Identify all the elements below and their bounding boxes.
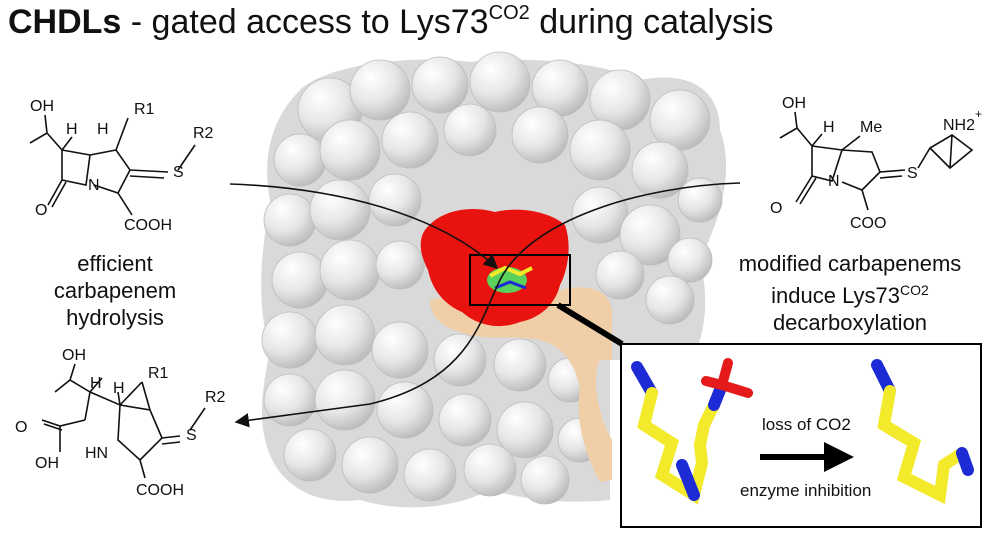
mod-coo: COO <box>850 215 886 232</box>
surface-bump <box>433 333 487 387</box>
surface-bump <box>667 237 713 283</box>
surface-bump <box>263 193 317 247</box>
surface-bump <box>411 56 469 114</box>
surface-bump <box>403 448 457 502</box>
decarboxylation-inset: loss of CO2 enzyme inhibition <box>620 343 982 528</box>
substrate-structure: OH H H R1 R2 S O N COOH <box>29 98 214 234</box>
modified-carbapenem-structure: OH H Me S O N COO NH2 + <box>770 95 982 232</box>
surface-bump <box>381 111 439 169</box>
surface-bump <box>261 311 319 369</box>
title-rest: - gated access to Lys73 <box>121 3 489 41</box>
sub-r1: R1 <box>134 101 155 118</box>
surface-bump <box>309 179 371 241</box>
surface-bump <box>496 401 554 459</box>
mod-nh2: NH2 <box>943 117 975 134</box>
prod-h2: H <box>113 380 125 397</box>
prod-o: O <box>15 419 27 436</box>
surface-bump <box>271 251 329 309</box>
right-caption-line2-sup: CO2 <box>900 282 929 298</box>
surface-bump <box>341 436 399 494</box>
sub-o: O <box>35 202 47 219</box>
surface-bump <box>349 59 411 121</box>
mod-plus: + <box>975 107 982 121</box>
left-caption-line2: carbapenem <box>53 278 177 303</box>
surface-bump <box>463 443 517 497</box>
surface-bump <box>631 141 689 199</box>
surface-bump <box>595 250 645 300</box>
sub-h2: H <box>97 121 109 138</box>
title-bold: CHDLs <box>8 3 122 41</box>
sub-oh: OH <box>30 98 54 115</box>
right-caption-line1: modified carbapenems <box>738 251 962 276</box>
sub-n: N <box>88 177 100 194</box>
surface-bump <box>273 133 327 187</box>
left-caption: efficient carbapenem hydrolysis <box>40 250 190 331</box>
surface-bump <box>314 304 376 366</box>
sub-s: S <box>173 164 184 181</box>
lys-decarboxylated <box>871 359 974 505</box>
left-caption-line1: efficient <box>77 251 153 276</box>
inset-arrow-bottom-label: enzyme inhibition <box>740 481 872 500</box>
right-caption-line2-prefix: induce Lys73 <box>771 283 901 308</box>
surface-bump <box>375 240 425 290</box>
prod-r2: R2 <box>205 389 226 406</box>
zoom-box <box>469 254 571 306</box>
surface-bump <box>645 275 695 325</box>
inset-sticks <box>631 358 974 505</box>
surface-bump <box>438 393 492 447</box>
right-caption-line3: decarboxylation <box>772 310 928 335</box>
surface-bump <box>511 106 569 164</box>
surface-bump <box>677 177 723 223</box>
left-caption-line3: hydrolysis <box>66 305 164 330</box>
inset-arrow-top-label: loss of CO2 <box>762 415 851 434</box>
surface-bump <box>619 204 681 266</box>
lys-carbamylated <box>631 358 753 505</box>
surface-bump <box>520 455 570 505</box>
mod-s: S <box>907 165 918 182</box>
right-caption: modified carbapenems induce Lys73CO2 dec… <box>720 250 980 336</box>
title-tail: during catalysis <box>529 3 774 41</box>
mod-me: Me <box>860 119 882 136</box>
mod-h: H <box>823 119 835 136</box>
mod-oh: OH <box>782 95 806 112</box>
ligand-stick <box>487 265 533 293</box>
prod-s: S <box>186 427 197 444</box>
reaction-arrows <box>229 182 741 428</box>
product-structure: OH H H R1 R2 S O OH HN COOH <box>15 347 226 499</box>
surface-bump <box>443 103 497 157</box>
channel-region <box>430 287 612 482</box>
sub-r2: R2 <box>193 125 214 142</box>
surface-bump <box>649 89 711 151</box>
sub-cooh: COOH <box>124 217 172 234</box>
surface-bump <box>569 119 631 181</box>
surface-bump <box>319 119 381 181</box>
figure-title: CHDLs - gated access to Lys73CO2 during … <box>8 2 774 42</box>
surface-bump <box>314 369 376 431</box>
prod-hn: HN <box>85 445 108 462</box>
surface-bump <box>319 239 381 301</box>
mod-n: N <box>828 173 840 190</box>
prod-cooh: COOH <box>136 482 184 499</box>
prod-ohac: OH <box>35 455 59 472</box>
surface-bump <box>493 338 547 392</box>
surface-bump <box>469 51 531 113</box>
surface-bump <box>376 381 434 439</box>
title-sup: CO2 <box>488 2 530 24</box>
surface-bump <box>368 173 422 227</box>
surface-bump <box>283 428 337 482</box>
prod-oh: OH <box>62 347 86 364</box>
surface-bump <box>371 321 429 379</box>
mod-o: O <box>770 200 782 217</box>
surface-bump <box>263 373 317 427</box>
right-caption-line2: induce Lys73CO2 <box>720 277 980 309</box>
prod-h1: H <box>90 375 102 392</box>
prod-r1: R1 <box>148 365 169 382</box>
sub-h1: H <box>66 121 78 138</box>
